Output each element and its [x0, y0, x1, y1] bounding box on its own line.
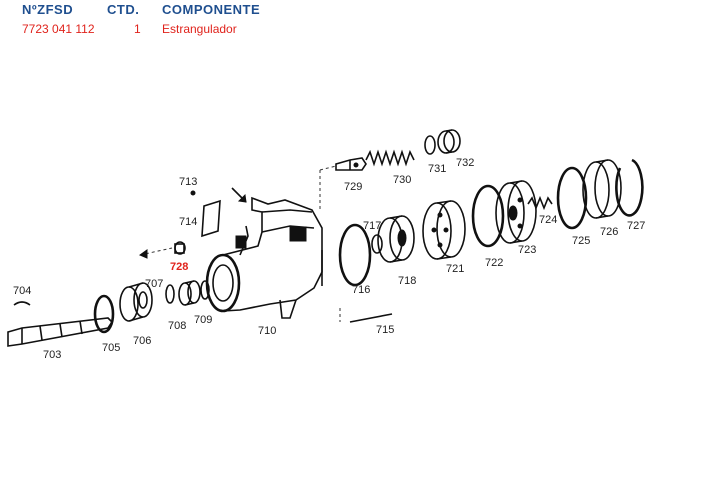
row-component[interactable]: Estrangulador: [162, 22, 237, 36]
callout-721: 721: [446, 263, 464, 275]
callout-718: 718: [398, 275, 416, 287]
callout-725: 725: [572, 235, 590, 247]
callout-726: 726: [600, 226, 618, 238]
callout-707: 707: [145, 278, 163, 290]
part-pin-713: [190, 190, 196, 196]
part-ring-725: [556, 166, 588, 230]
header-quantity: CTD.: [107, 2, 140, 17]
callout-728[interactable]: 728: [170, 261, 188, 273]
callout-729: 729: [344, 181, 362, 193]
part-cam-ring-721: [422, 200, 466, 260]
callout-703: 703: [43, 349, 61, 361]
callout-706: 706: [133, 335, 151, 347]
part-o-ring-722: [471, 184, 505, 248]
callout-724: 724: [539, 214, 557, 226]
part-throttle-728[interactable]: [138, 241, 186, 259]
part-snap-ring-705: [93, 294, 115, 334]
callout-714: 714: [179, 216, 197, 228]
part-rod-715: [319, 165, 393, 323]
callout-708: 708: [168, 320, 186, 332]
part-ring-717: [371, 234, 383, 254]
part-spring-724: [527, 195, 553, 211]
callout-710: 710: [258, 325, 276, 337]
callout-713: 713: [179, 176, 197, 188]
callout-730: 730: [393, 174, 411, 186]
row-part-number[interactable]: 7723 041 112: [22, 22, 95, 36]
callout-715: 715: [376, 324, 394, 336]
part-ring-707: [165, 284, 175, 304]
callout-722: 722: [485, 257, 503, 269]
row-quantity: 1: [134, 22, 141, 36]
part-plug-732: [437, 129, 461, 154]
header-part-number: NºZFSD: [22, 2, 74, 17]
part-rotor-718: [377, 215, 415, 263]
part-housing-710: [205, 196, 323, 319]
part-washer-731: [424, 135, 436, 155]
part-bearing-708: [178, 280, 201, 306]
callout-705: 705: [102, 342, 120, 354]
part-valve-729: [335, 157, 367, 171]
callout-704: 704: [13, 285, 31, 297]
part-plate-714: [201, 199, 221, 238]
callout-716: 716: [352, 284, 370, 296]
callout-727: 727: [627, 220, 645, 232]
callout-717: 717: [363, 220, 381, 232]
part-end-plate-723: [495, 180, 537, 244]
part-bearing-706: [119, 282, 153, 322]
part-ring-709: [200, 280, 210, 300]
header-component: COMPONENTE: [162, 2, 261, 17]
part-circlip-727: [615, 158, 644, 217]
callout-723: 723: [518, 244, 536, 256]
part-o-ring-716: [338, 223, 372, 287]
callout-709: 709: [194, 314, 212, 326]
arrow-icon: [231, 187, 247, 203]
part-cover-726: [582, 159, 622, 219]
part-key-704: [13, 301, 31, 306]
callout-732: 732: [456, 157, 474, 169]
callout-731: 731: [428, 163, 446, 175]
part-spring-730: [365, 149, 415, 167]
